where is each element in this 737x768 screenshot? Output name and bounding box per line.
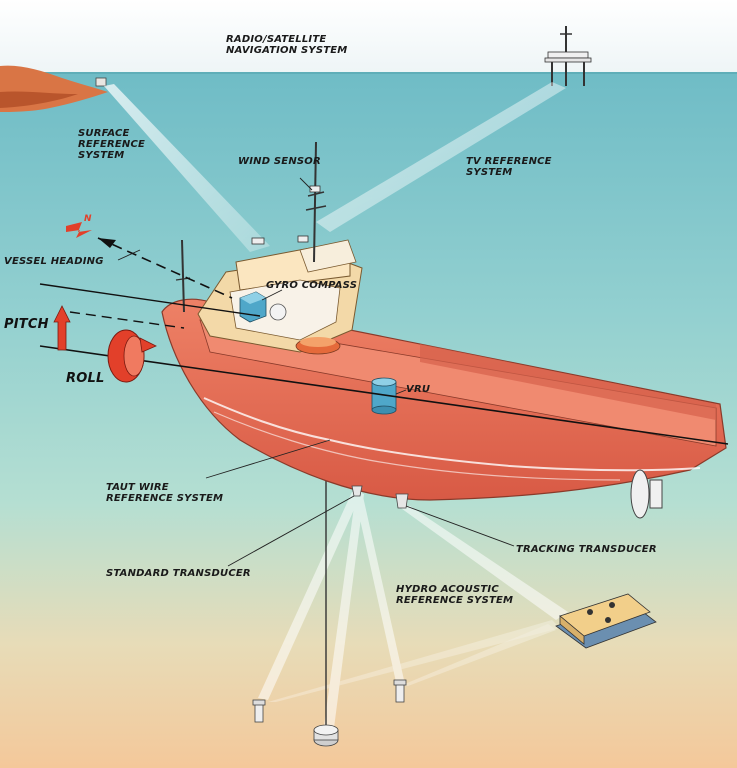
gyro-compass-label: GYRO COMPASS [266,280,357,291]
shore-station-icon [96,78,106,86]
pitch-label: PITCH [4,318,49,332]
tracking-transducer-label: TRACKING TRANSDUCER [516,544,657,555]
standard-transducer-label: STANDARD TRANSDUCER [106,568,251,579]
taut-wire-weight-icon [314,725,338,746]
vru-label: VRU [406,384,430,395]
hydro-acoustic-label: HYDRO ACOUSTIC REFERENCE SYSTEM [396,584,513,606]
taut-wire-label: TAUT WIRE REFERENCE SYSTEM [106,482,223,504]
surface-reference-label: SURFACE REFERENCE SYSTEM [78,128,145,161]
seabed-transponder-icon [394,680,406,702]
standard-transducer-icon [352,486,362,496]
gyro-compass-icon [240,292,266,322]
roll-label: ROLL [66,372,104,386]
seabed-transponder-icon [253,700,265,722]
radio-satellite-label: RADIO/SATELLITE NAVIGATION SYSTEM [226,34,347,56]
tv-reference-label: TV REFERENCE SYSTEM [466,156,552,178]
vessel-heading-label: VESSEL HEADING [4,256,104,267]
north-marker-label: N [84,214,92,225]
sky [0,0,737,74]
wind-sensor-label: WIND SENSOR [238,156,321,167]
